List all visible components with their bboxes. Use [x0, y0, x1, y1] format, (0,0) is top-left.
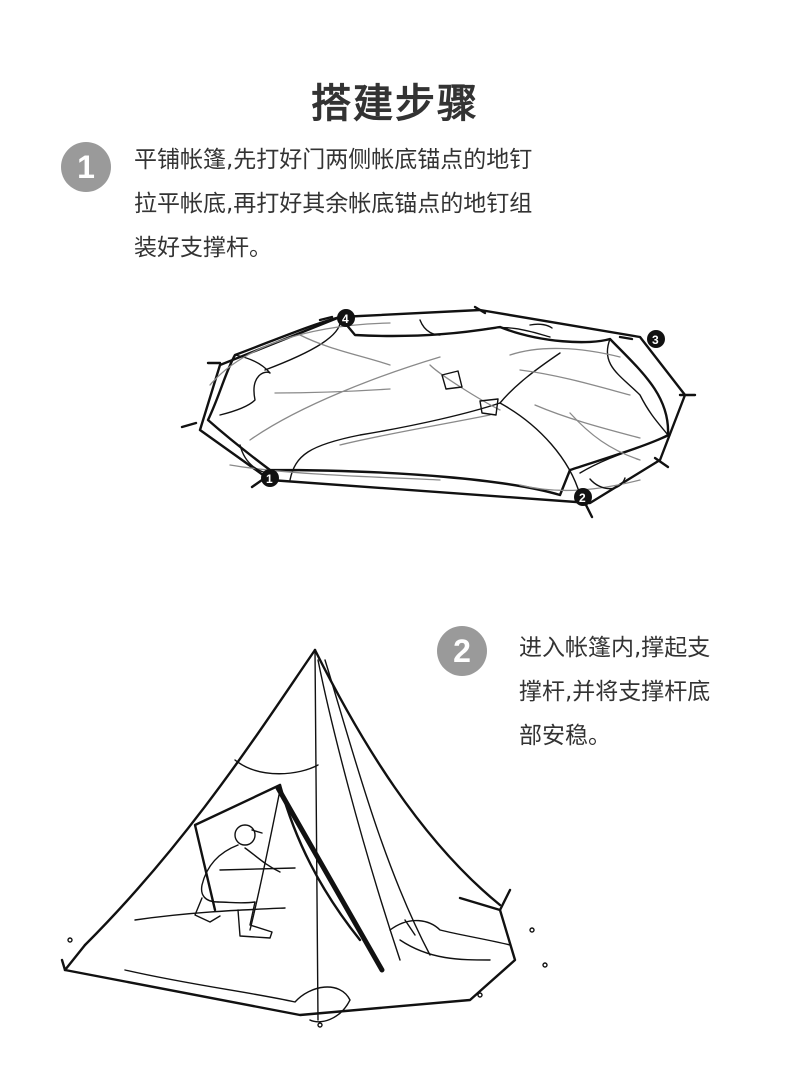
step-1-line-1: 平铺帐篷,先打好门两侧帐底锚点的地钉 [134, 147, 533, 173]
step-1-text: 平铺帐篷,先打好门两侧帐底锚点的地钉 拉平帐底,再打好其余帐底锚点的地钉组 装好… [134, 138, 532, 270]
step-2-number-badge: 2 [437, 626, 487, 676]
anchor-marker-2: 2 [574, 488, 592, 506]
step-1-number-badge: 1 [61, 142, 111, 192]
anchor-marker-1: 1 [261, 469, 279, 487]
flat-tent-floor-illustration: 1 2 3 4 [180, 305, 697, 519]
svg-text:3: 3 [652, 333, 659, 347]
step-1-line-2: 拉平帐底,再打好其余帐底锚点的地钉组 [134, 191, 533, 217]
page-title: 搭建步骤 [311, 80, 479, 127]
anchor-marker-4: 4 [337, 309, 355, 327]
step-2-text: 进入帐篷内,撑起支 撑杆,并将支撑杆底 部安稳。 [519, 626, 710, 758]
step-2-line-2: 撑杆,并将支撑杆底 [519, 679, 711, 705]
svg-text:1: 1 [266, 472, 273, 486]
svg-text:2: 2 [579, 491, 586, 505]
step-2-line-3: 部安稳。 [519, 723, 611, 749]
step-1-line-3: 装好支撑杆。 [134, 235, 272, 261]
person-crouching-icon [194, 824, 281, 939]
step-2-line-1: 进入帐篷内,撑起支 [519, 635, 711, 661]
raised-tent-illustration [60, 648, 548, 1028]
anchor-marker-3: 3 [647, 330, 665, 348]
svg-text:4: 4 [342, 312, 349, 326]
